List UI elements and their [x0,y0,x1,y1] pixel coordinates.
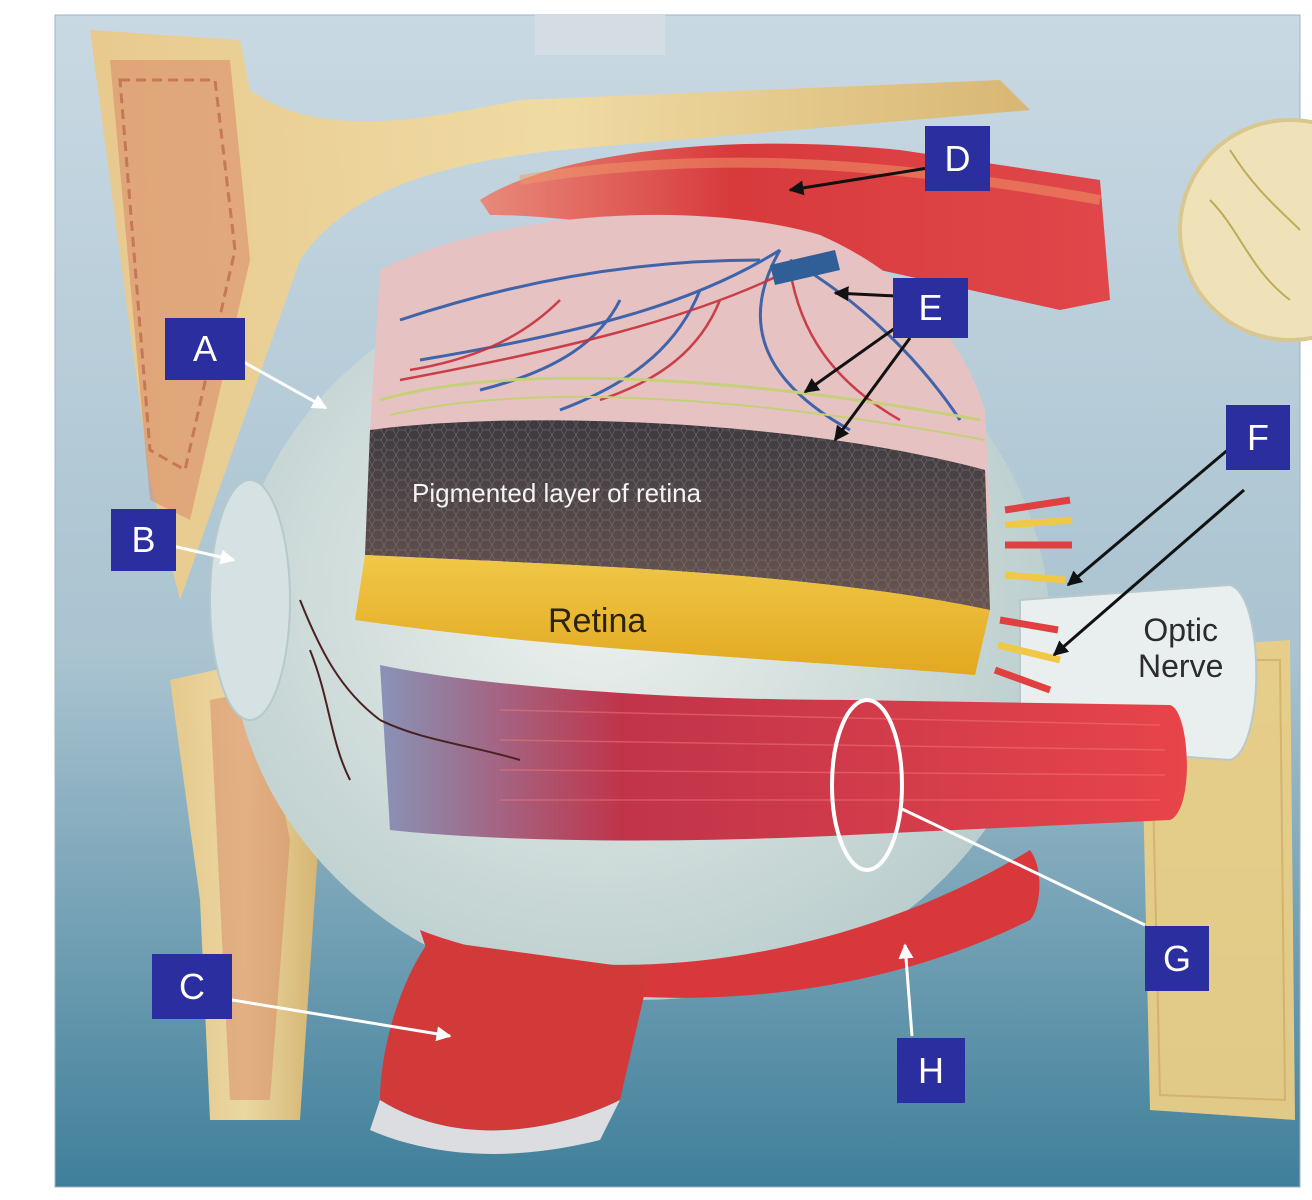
optic-nerve-caption: Optic Nerve [1138,612,1224,684]
label-h: H [897,1038,965,1103]
pigmented-layer-caption: Pigmented layer of retina [412,478,702,508]
label-d: D [925,126,990,191]
label-b: B [111,509,176,571]
label-c: C [152,954,232,1019]
label-a: A [165,318,245,380]
label-e: E [893,278,968,338]
label-g: G [1145,926,1209,991]
retina-caption: Retina [548,602,647,640]
label-f: F [1226,405,1290,470]
